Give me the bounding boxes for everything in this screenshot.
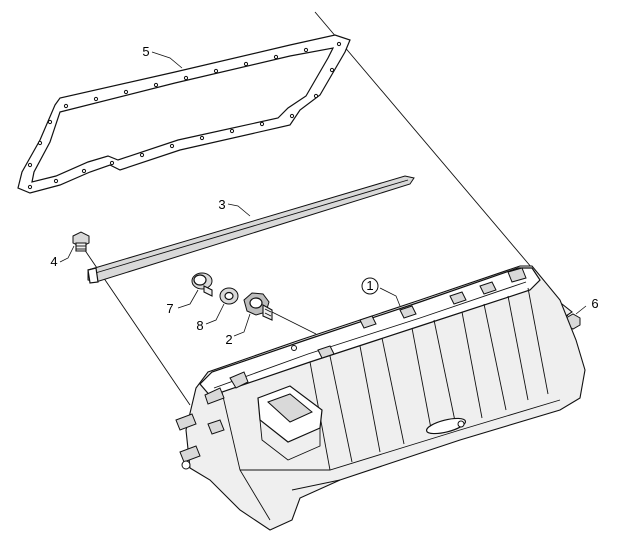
callout-8: 8 (196, 318, 203, 333)
gasket-bolt-holes (27, 41, 342, 190)
callout-4: 4 (50, 254, 57, 269)
sump-window (257, 385, 323, 461)
rim-bolt-bosses (229, 267, 527, 389)
part-5-gasket[interactable] (17, 34, 351, 194)
callout-7: 7 (166, 301, 173, 316)
part-2-adapter[interactable] (243, 292, 273, 321)
part-7-drain-plug[interactable] (191, 272, 213, 297)
side-bolt-stack (175, 387, 225, 470)
callout-2: 2 (225, 332, 232, 347)
callout-5: 5 (142, 44, 149, 59)
part-1-oil-pan[interactable] (175, 265, 586, 531)
callout-6: 6 (591, 296, 598, 311)
callout-leader-lines (59, 51, 587, 337)
part-4-bolt[interactable] (72, 231, 90, 252)
callout-1: 1 (366, 278, 373, 293)
callout-labels: 1 2 3 4 5 6 7 8 (50, 44, 598, 347)
part-3-seal-strip[interactable] (87, 175, 415, 284)
oil-pan-ribs (309, 287, 549, 471)
callout-3: 3 (218, 197, 225, 212)
part-8-washer[interactable] (219, 287, 239, 305)
callout-1-circle (361, 277, 379, 295)
